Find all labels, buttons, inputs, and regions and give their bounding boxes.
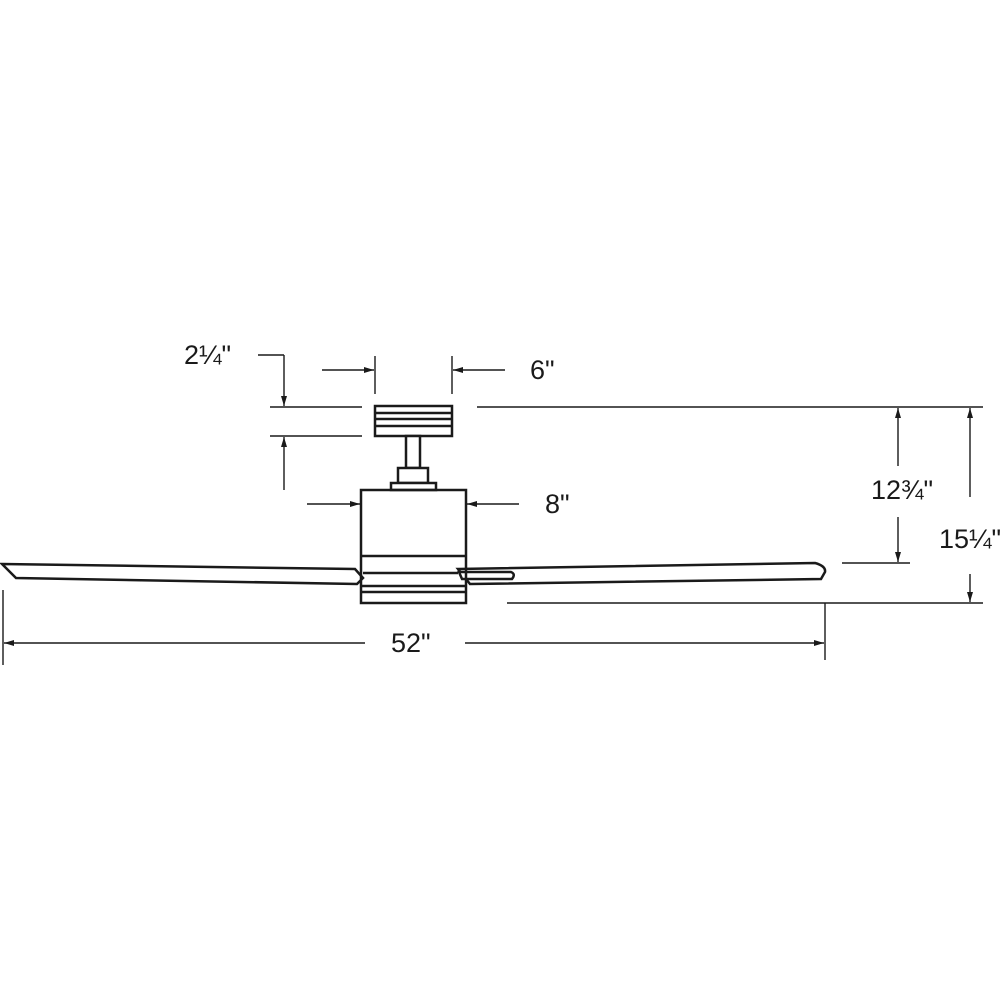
blade-span-label: 52" bbox=[389, 628, 433, 658]
canopy-height-label: 2¼" bbox=[182, 340, 234, 370]
ceiling-to-blade-label: 12¾" bbox=[869, 475, 936, 505]
overall-height-label: 15¼" bbox=[937, 526, 1000, 553]
canopy bbox=[373, 404, 454, 438]
canopy-width-label: 6" bbox=[528, 355, 557, 385]
blade-iron bbox=[457, 570, 515, 581]
left-blade bbox=[0, 562, 365, 586]
dimension-lines bbox=[2, 354, 983, 665]
motor-width-label: 8" bbox=[543, 489, 572, 519]
right-blade bbox=[455, 561, 827, 586]
motor-housing bbox=[359, 488, 468, 605]
downrod bbox=[389, 434, 438, 492]
